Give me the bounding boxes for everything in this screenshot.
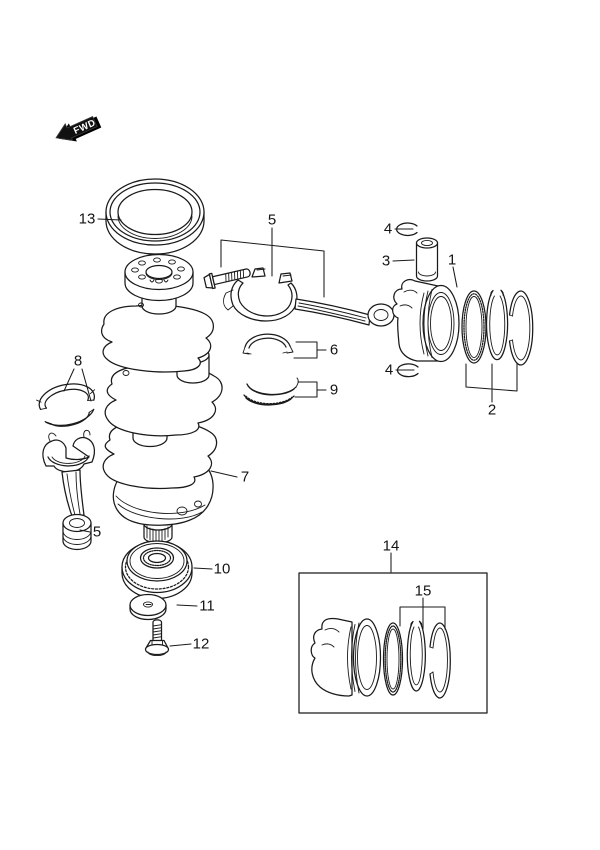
callout-1-label: 1	[448, 252, 456, 269]
callout-13-label: 13	[79, 211, 96, 228]
part-8-bearing-shells	[36, 383, 96, 427]
callout-4-lower: 4	[385, 362, 415, 379]
spline-hatching	[146, 525, 169, 543]
callout-6: 6	[293, 341, 338, 359]
callout-6-label: 6	[330, 342, 338, 359]
part-1-piston	[392, 278, 460, 363]
callout-7-label: 7	[241, 469, 249, 486]
connecting-rod-bolt	[203, 268, 251, 290]
callout-5-upper-label: 5	[268, 212, 276, 229]
callout-1: 1	[448, 252, 458, 288]
callout-12-label: 12	[193, 636, 210, 653]
part-15-piston-rings	[382, 620, 451, 699]
part-5-connecting-rod-lower	[42, 429, 96, 551]
flange-bolt-holes	[131, 257, 185, 284]
callout-2: 2	[465, 363, 518, 419]
part-14-piston	[310, 617, 382, 697]
callouts: 13 5 4 3 1 4 2 6	[63, 211, 518, 653]
part-14-ring-set-box	[298, 572, 488, 714]
callout-12: 12	[169, 636, 210, 653]
callout-8: 8	[63, 353, 92, 402]
callout-4-lower-label: 4	[385, 362, 393, 379]
callout-3-label: 3	[382, 253, 390, 270]
callout-14-label: 14	[383, 538, 400, 555]
part-5-connecting-rod-upper	[203, 267, 395, 327]
callout-4-upper: 4	[384, 221, 414, 238]
fwd-arrow-icon: FWD	[55, 116, 102, 142]
callout-9-label: 9	[330, 382, 338, 399]
callout-10: 10	[193, 561, 231, 578]
callout-5-upper: 5	[220, 212, 325, 298]
part-9-bearing-shells-lower	[243, 377, 299, 406]
callout-14: 14	[383, 538, 400, 573]
part-2-piston-rings	[461, 289, 534, 366]
callout-15-label: 15	[415, 583, 432, 600]
callout-8-label: 8	[74, 353, 82, 370]
part-12-bolt	[144, 619, 170, 657]
callout-7: 7	[210, 469, 249, 486]
callout-4-upper-label: 4	[384, 221, 392, 238]
part-3-piston-pin	[415, 237, 439, 282]
callout-9: 9	[294, 381, 338, 399]
part-7-crankshaft	[100, 253, 223, 544]
callout-2-label: 2	[488, 402, 496, 419]
part-11-washer	[129, 593, 167, 621]
callout-10-label: 10	[214, 561, 231, 578]
callout-3: 3	[382, 253, 415, 270]
callout-11: 11	[176, 598, 215, 615]
callout-5-lower: 5	[79, 524, 101, 541]
part-6-bearing-shells-upper	[242, 333, 294, 355]
part-10-gear	[121, 540, 193, 600]
callout-5-lower-label: 5	[93, 524, 101, 541]
callout-11-label: 11	[199, 598, 215, 615]
part-13-seal-ring	[105, 178, 205, 255]
callout-13: 13	[79, 211, 122, 228]
callout-15: 15	[399, 583, 446, 630]
